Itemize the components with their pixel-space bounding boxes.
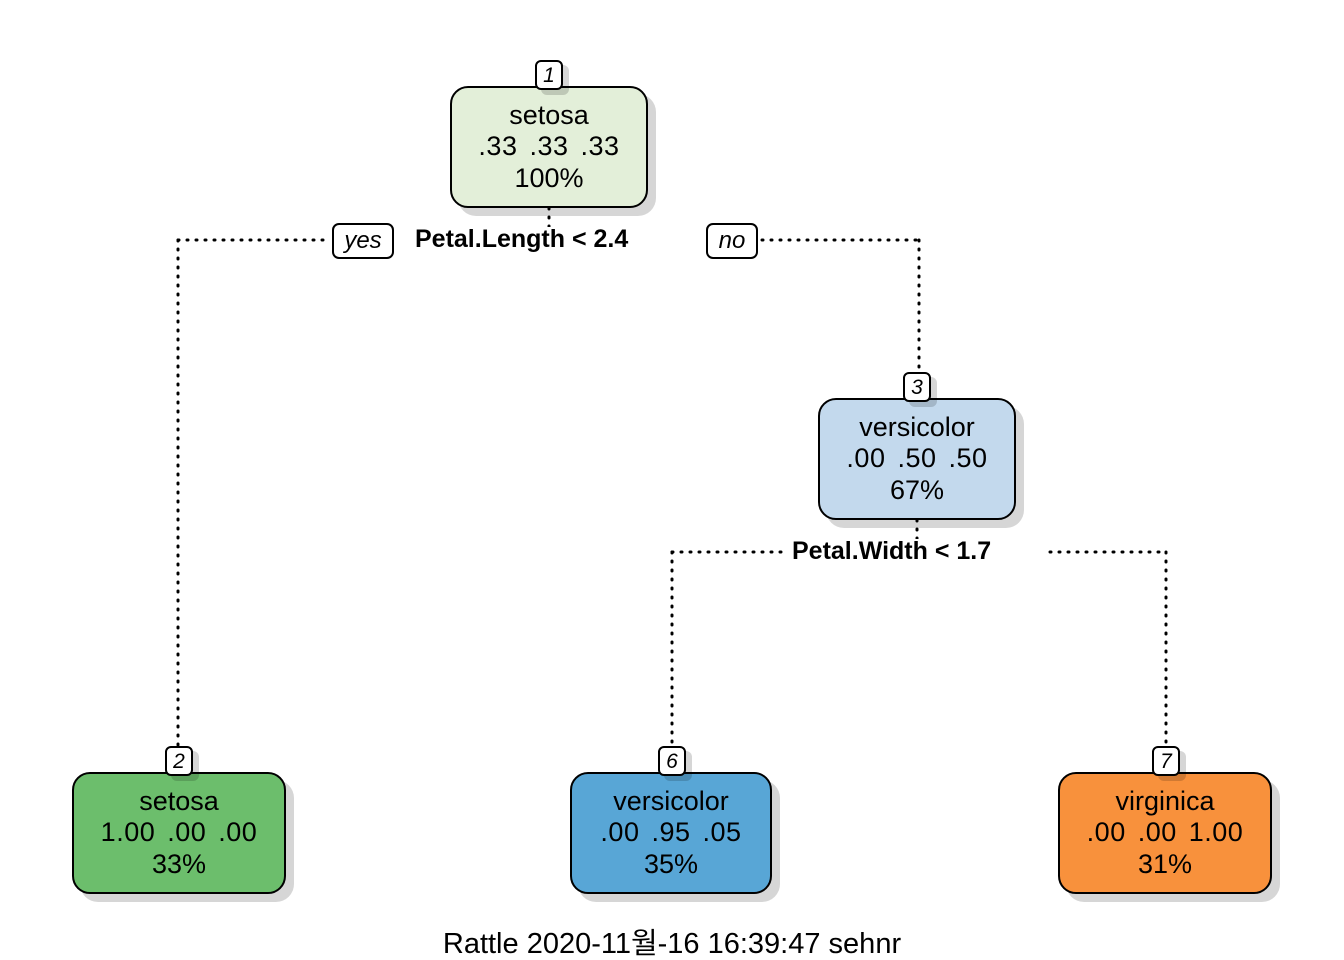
node-3-prob-versicolor: .50 (897, 443, 937, 474)
split-1-no-chip: no (706, 223, 758, 259)
node-2-probabilities: 1.00 .00 .00 (95, 817, 264, 848)
node-1-prob-virginica: .33 (580, 131, 620, 162)
tree-node-1[interactable]: setosa .33 .33 .33 100% (450, 86, 648, 208)
node-1-prob-versicolor: .33 (529, 131, 569, 162)
node-1-probabilities: .33 .33 .33 (472, 131, 625, 162)
node-7-class-label: virginica (1115, 786, 1215, 817)
node-1-class-label: setosa (509, 100, 589, 131)
node-2-class-label: setosa (139, 786, 219, 817)
diagram-caption: Rattle 2020-11월-16 16:39:47 sehnr (442, 928, 902, 960)
node-3-class-label: versicolor (859, 412, 975, 443)
node-2-percentage: 33% (151, 848, 207, 879)
node-2-prob-virginica: .00 (218, 817, 258, 848)
node-1-percentage: 100% (514, 162, 584, 193)
tree-node-2[interactable]: setosa 1.00 .00 .00 33% (72, 772, 286, 894)
node-7-prob-setosa: .00 (1086, 817, 1126, 848)
split-2-condition: Petal.Width < 1.7 (785, 539, 999, 564)
node-number-badge-3: 3 (903, 372, 931, 402)
node-2-prob-setosa: 1.00 (100, 817, 156, 848)
node-3-probabilities: .00 .50 .50 (840, 443, 993, 474)
node-2-prob-versicolor: .00 (167, 817, 207, 848)
node-6-probabilities: .00 .95 .05 (594, 817, 747, 848)
node-6-prob-setosa: .00 (600, 817, 640, 848)
node-1-prob-setosa: .33 (478, 131, 518, 162)
tree-node-6[interactable]: versicolor .00 .95 .05 35% (570, 772, 772, 894)
split-1-yes-chip: yes (332, 223, 394, 259)
node-7-probabilities: .00 .00 1.00 (1081, 817, 1250, 848)
node-6-class-label: versicolor (613, 786, 729, 817)
node-number-badge-1: 1 (535, 60, 563, 90)
node-6-percentage: 35% (643, 848, 699, 879)
node-number-badge-7: 7 (1152, 746, 1180, 776)
split-1-condition: Petal.Length < 2.4 (408, 227, 636, 252)
node-6-prob-versicolor: .95 (651, 817, 691, 848)
node-7-prob-versicolor: .00 (1137, 817, 1177, 848)
node-6-prob-virginica: .05 (702, 817, 742, 848)
node-number-badge-6: 6 (658, 746, 686, 776)
tree-node-7[interactable]: virginica .00 .00 1.00 31% (1058, 772, 1272, 894)
node-number-badge-2: 2 (165, 746, 193, 776)
node-7-prob-virginica: 1.00 (1188, 817, 1244, 848)
node-3-percentage: 67% (889, 474, 945, 505)
tree-node-3[interactable]: versicolor .00 .50 .50 67% (818, 398, 1016, 520)
node-7-percentage: 31% (1137, 848, 1193, 879)
node-3-prob-virginica: .50 (948, 443, 988, 474)
node-3-prob-setosa: .00 (846, 443, 886, 474)
